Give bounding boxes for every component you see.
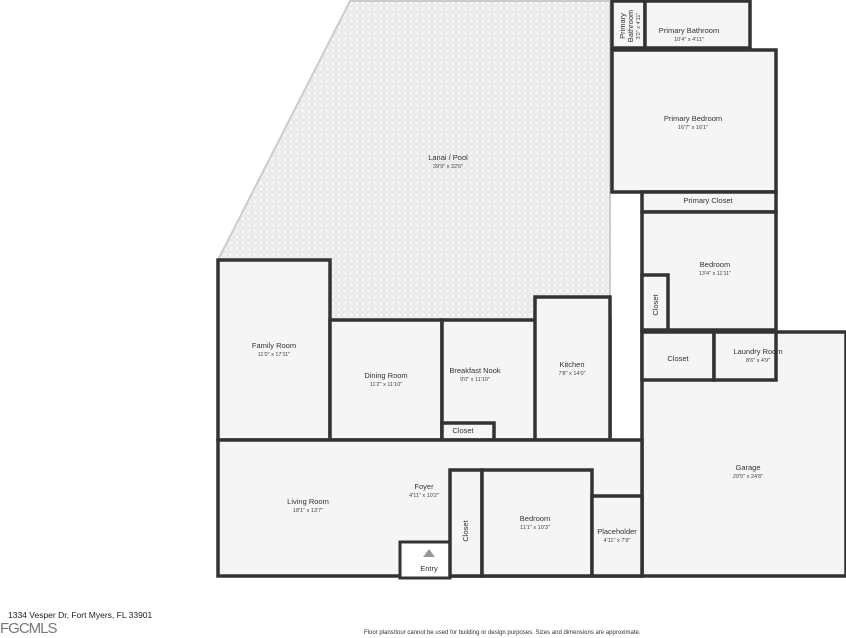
laundry-room-label: Laundry Room <box>733 347 782 356</box>
address: 1334 Vesper Dr, Fort Myers, FL 33901 <box>8 610 153 620</box>
laundry-room <box>712 330 778 382</box>
bedroom-2-label: Bedroom <box>520 514 550 523</box>
dining-room <box>328 318 444 442</box>
closet-bedroom-2-label: Closet <box>461 519 470 541</box>
entry-arrow-icon <box>423 549 435 557</box>
kitchen <box>533 295 612 442</box>
primary-bath-small-dim: 3'2" x 4'11" <box>636 13 642 40</box>
garage-label: Garage <box>735 463 760 472</box>
mls-logo: FGCMLS <box>0 620 58 637</box>
bedroom-1 <box>640 210 778 332</box>
primary-bedroom-dim: 16'7" x 16'1" <box>678 125 708 131</box>
living-room-dim: 18'1" x 13'7" <box>293 508 323 514</box>
primary-bedroom <box>610 48 778 194</box>
primary-bath-label: Primary Bathroom <box>659 26 719 35</box>
closet-bedroom-1-label: Closet <box>651 293 660 315</box>
breakfast-nook-dim: 9'0" x 11'10" <box>460 377 490 383</box>
family-room <box>216 258 332 442</box>
family-room-label: Family Room <box>252 341 296 350</box>
family-room-dim: 11'0" x 17'11" <box>258 352 290 358</box>
primary-bedroom-label: Primary Bedroom <box>664 114 722 123</box>
bedroom-1-dim: 13'4" x 11'11" <box>699 271 731 277</box>
primary-closet-label: Primary Closet <box>683 196 733 205</box>
entry-label: Entry <box>420 564 438 573</box>
placeholder-room <box>590 494 644 578</box>
placeholder-dim: 4'11" x 7'9" <box>604 538 631 544</box>
primary-bath-dim: 10'4" x 4'11" <box>674 37 704 43</box>
bedroom-2-dim: 11'1" x 10'3" <box>520 525 550 531</box>
kitchen-dim: 7'8" x 14'0" <box>558 371 585 377</box>
foyer-label: Foyer <box>414 482 434 491</box>
closet-bedroom-1 <box>640 273 670 332</box>
closet-bedroom-2 <box>448 468 484 578</box>
disclaimer: Floor plans/tour cannot be used for buil… <box>364 630 641 636</box>
primary-bath-small-label-1: Primary <box>618 13 627 39</box>
lanai-dim: 39'9" x 32'6" <box>433 164 463 170</box>
dining-room-dim: 11'2" x 11'10" <box>370 382 402 388</box>
foyer-dim: 4'11" x 10'2" <box>409 493 439 499</box>
kitchen-label: Kitchen <box>559 360 584 369</box>
breakfast-nook-label: Breakfast Nook <box>449 366 501 375</box>
primary-bathroom <box>643 0 752 50</box>
placeholder-label: Placeholder <box>597 527 637 536</box>
dining-room-label: Dining Room <box>364 371 407 380</box>
bedroom-1-label: Bedroom <box>700 260 730 269</box>
living-room-label: Living Room <box>287 497 329 506</box>
primary-bath-small-label-2: Bathroom <box>626 10 635 43</box>
garage-dim: 20'5" x 24'8" <box>733 474 763 480</box>
lanai-label: Lanai / Pool <box>428 153 468 162</box>
laundry-room-dim: 8'6" x 4'9" <box>746 358 770 364</box>
closet-kitchen-label: Closet <box>452 426 474 435</box>
bedroom-2 <box>480 468 594 578</box>
closet-hall-label: Closet <box>667 354 689 363</box>
